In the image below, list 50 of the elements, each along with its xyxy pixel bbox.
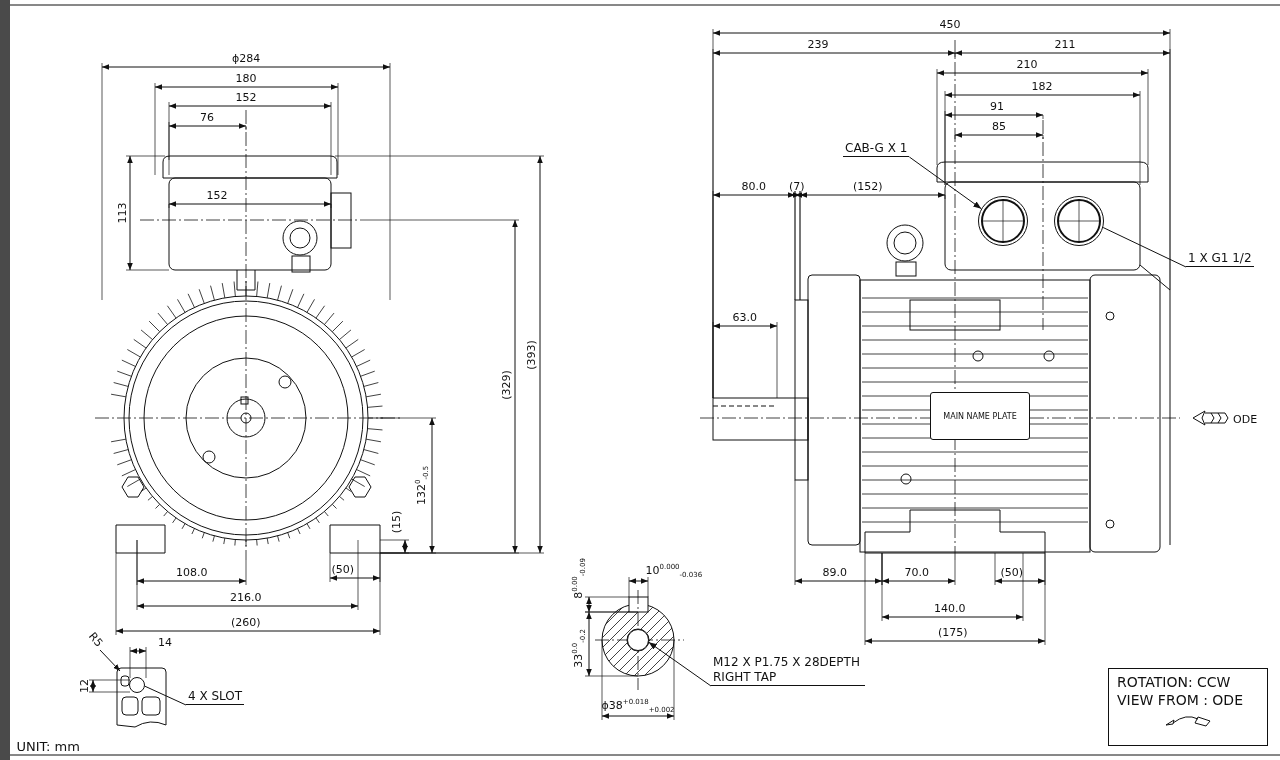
callout-label: 4 X SLOT (186, 689, 245, 705)
dimension-value: 85 (992, 121, 1006, 133)
dimension-value: (15) (390, 510, 403, 534)
dimension-value: 182 (1031, 81, 1053, 93)
dimension-value: 12 (79, 679, 91, 693)
dimension-value: 91 (990, 101, 1004, 113)
dimension-value: 152 (235, 92, 257, 104)
leader-line (144, 685, 187, 706)
dimension-value: 80.0 (741, 181, 766, 193)
dimension-value: (7) (789, 181, 805, 193)
dimension-value: (260) (231, 617, 261, 629)
unit-note: UNIT: mm (16, 741, 80, 753)
cable-gland (978, 196, 1028, 246)
dimension-value: 450 (939, 19, 961, 31)
name-plate: MAIN NAME PLATE (930, 392, 1030, 440)
rotation-note-text: VIEW FROM : ODE (1117, 691, 1244, 709)
dimension-value: 180 (235, 73, 257, 85)
tapped-hole (627, 629, 649, 651)
dimension-value: (329) (500, 370, 513, 400)
dimension-value: 211 (1054, 39, 1076, 51)
dimension-value: (50) (331, 564, 355, 576)
dimension-value: 14 (158, 637, 172, 649)
rotation-note-text: ROTATION: CCW (1117, 673, 1232, 691)
dimension-value: (175) (938, 627, 968, 639)
leader-line (1102, 227, 1187, 268)
leader-line (908, 156, 982, 210)
dimension-value: (393) (525, 340, 538, 370)
dimension-value: (50) (1000, 567, 1024, 579)
dimension-value: 152 (206, 190, 228, 202)
dimension-value: 140.0 (934, 603, 966, 615)
dimension-value: 89.0 (822, 567, 847, 579)
callout-label: CAB-G X 1 (843, 141, 910, 157)
dimension-value: 76 (200, 112, 214, 124)
dimension-value: 108.0 (176, 567, 208, 579)
dimension-value: 239 (807, 39, 829, 51)
dimension-value: (152) (853, 181, 883, 193)
rotation-note-box (1108, 668, 1268, 746)
dimension-value: 210 (1016, 59, 1038, 71)
mounting-slot (129, 677, 145, 693)
dimension-value: 70.0 (904, 567, 929, 579)
dimension-value: 113 (116, 202, 128, 224)
cable-gland (1054, 196, 1104, 246)
dimension-value: 63.0 (732, 312, 757, 324)
direction-label: ODE (1233, 414, 1258, 426)
radius-dimension: R5 (85, 630, 105, 650)
callout-label: 1 X G1 1/2 (1186, 251, 1254, 267)
leader-line (648, 641, 712, 687)
callout-label: M12 X P1.75 X 28DEPTH RIGHT TAP (711, 655, 865, 686)
dimension-value: ϕ284 (232, 53, 261, 65)
dimension-value: 216.0 (230, 592, 262, 604)
